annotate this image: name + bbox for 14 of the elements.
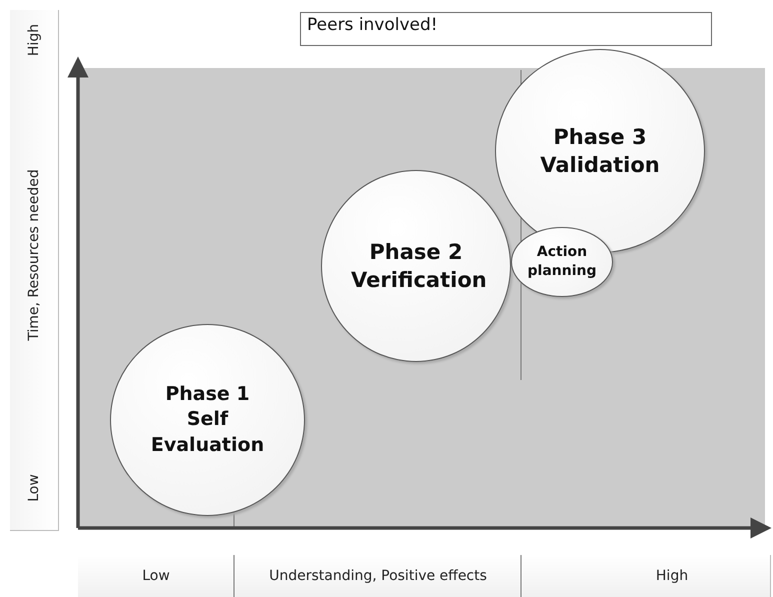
phase-label: Phase 3 — [553, 124, 647, 151]
axis-title: Time, Resources needed — [26, 169, 42, 341]
axis-title: Understanding, Positive effects — [269, 568, 487, 584]
note-box — [300, 12, 712, 46]
axis-tick-label: Low — [142, 568, 170, 584]
axis-tick-label: High — [26, 24, 42, 56]
phase-label: Phase 1 — [165, 382, 250, 407]
phase-label: Phase 2 — [369, 238, 463, 266]
phase-label: Action planning — [526, 243, 598, 281]
axis-tick-label: High — [656, 568, 688, 584]
phase-label: Self Evaluation — [150, 407, 266, 458]
axis-tick-label: Low — [26, 474, 42, 502]
note-text: Peers involved! — [307, 15, 438, 35]
phase-label: Validation — [540, 152, 660, 179]
